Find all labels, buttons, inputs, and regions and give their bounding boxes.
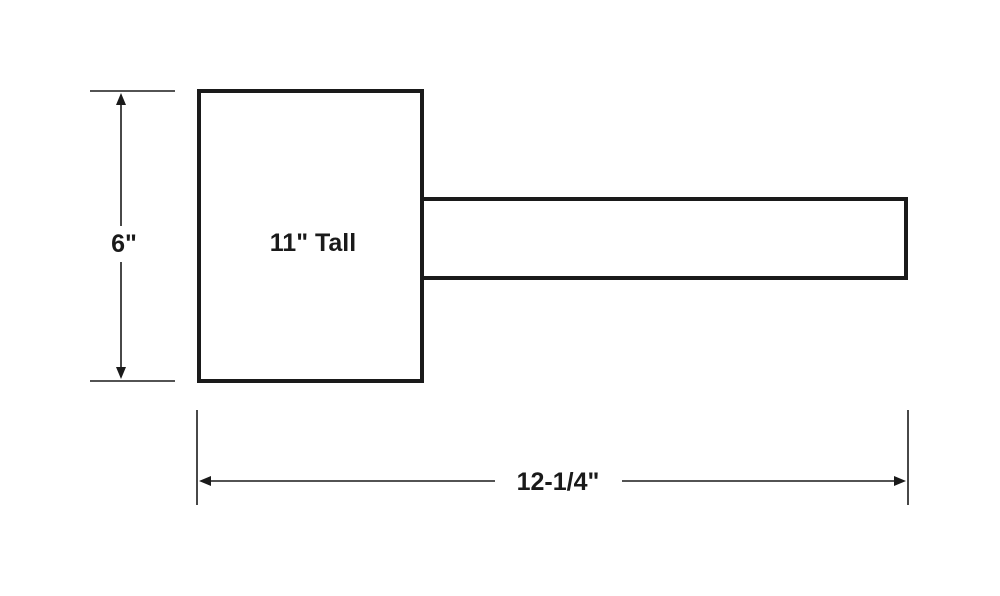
height-arrow-down	[116, 367, 126, 379]
width-arrow-left	[199, 476, 211, 486]
width-label: 12-1/4"	[517, 468, 600, 496]
width-arrow-right	[894, 476, 906, 486]
handle-shape	[419, 197, 908, 280]
height-label: 6"	[111, 230, 137, 258]
height-arrow-up	[116, 93, 126, 105]
head-shape	[197, 89, 424, 383]
body-label: 11" Tall	[270, 229, 356, 257]
